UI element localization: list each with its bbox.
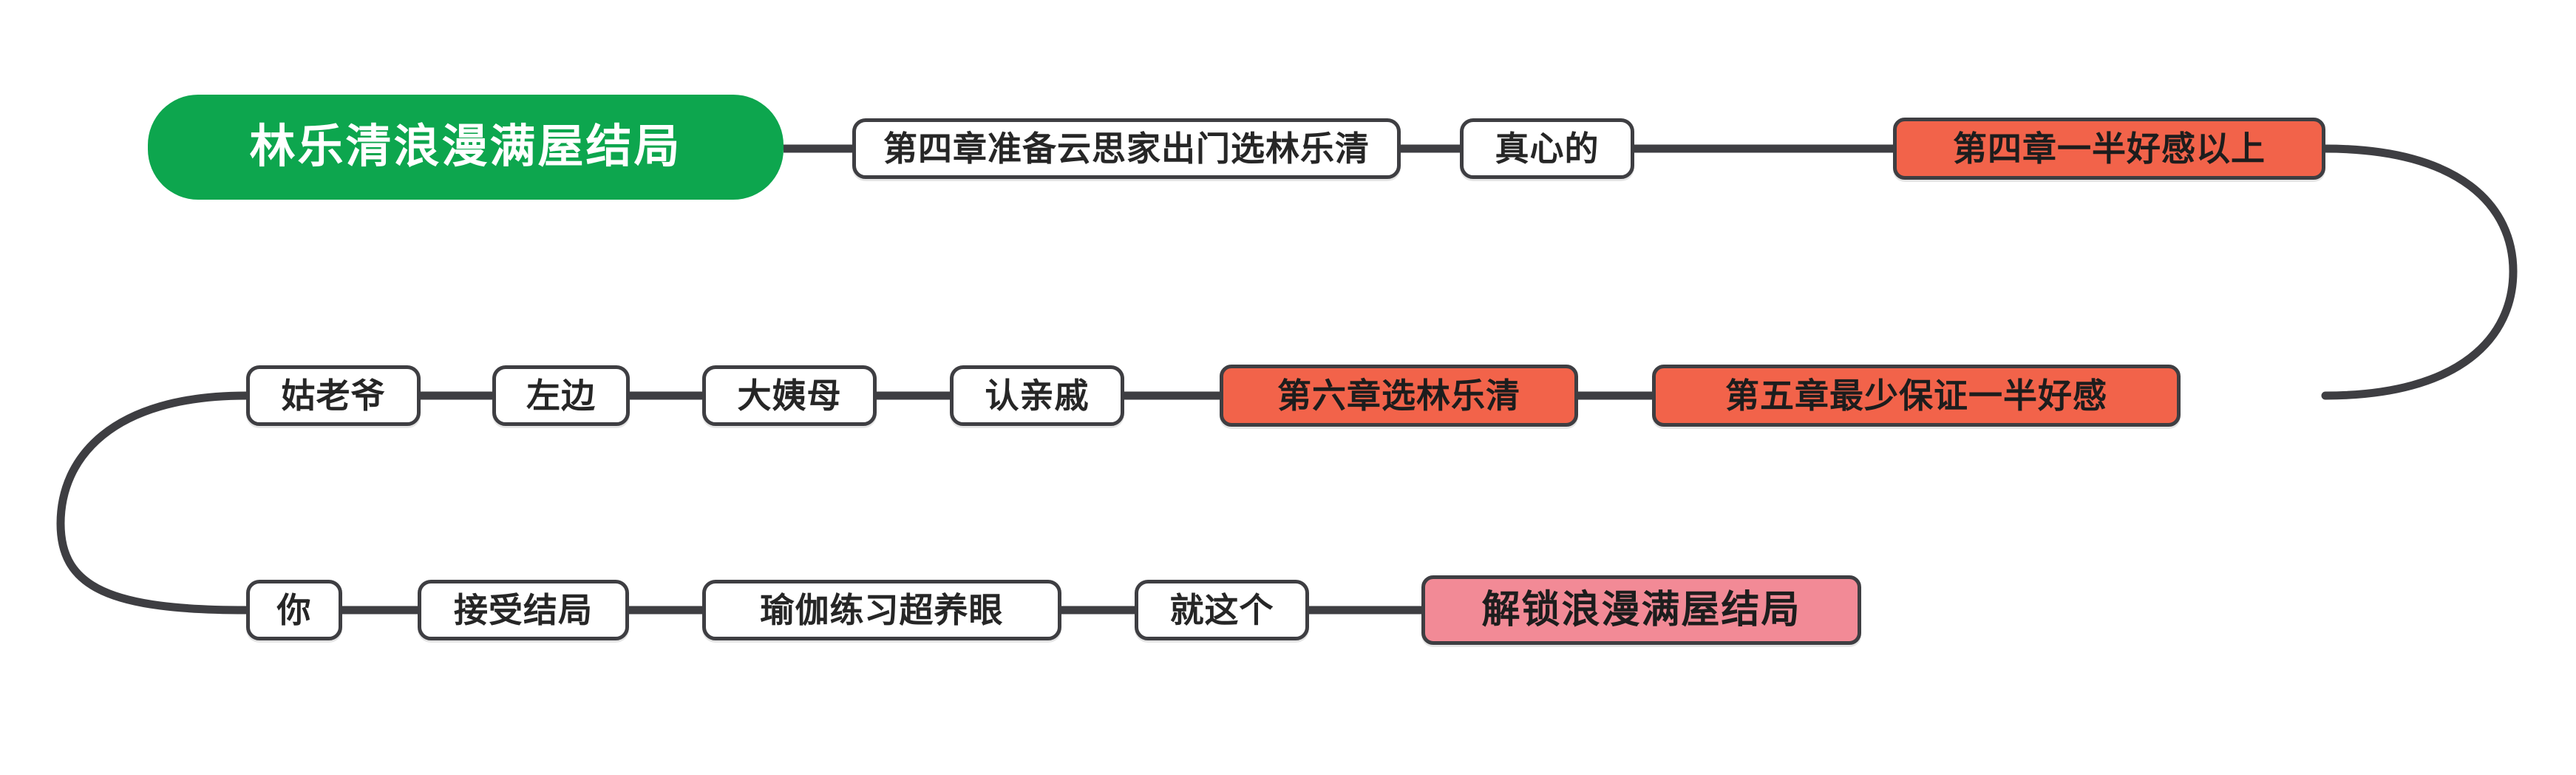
edge-n5-n11 — [56, 391, 251, 615]
node-chapter4-prepare[interactable]: 第四章准备云思家出门选林乐清 — [852, 118, 1401, 179]
node-chapter4-affection[interactable]: 第四章一半好感以上 — [1893, 118, 2325, 180]
node-label: 接受结局 — [454, 591, 593, 629]
node-unlock-ending[interactable]: 解锁浪漫满屋结局 — [1421, 575, 1861, 645]
node-label: 第六章选林乐清 — [1277, 376, 1520, 415]
node-label: 解锁浪漫满屋结局 — [1481, 589, 1801, 632]
node-label: 真心的 — [1495, 129, 1600, 168]
node-gulaoye[interactable]: 姑老爷 — [246, 365, 421, 426]
node-label: 大姨母 — [737, 376, 842, 415]
node-yoga-practice[interactable]: 瑜伽练习超养眼 — [702, 580, 1061, 640]
node-left-side[interactable]: 左边 — [492, 365, 630, 426]
node-chapter6-choose[interactable]: 第六章选林乐清 — [1220, 365, 1578, 427]
edge-n4-n10 — [2321, 144, 2518, 400]
node-this-one[interactable]: 就这个 — [1135, 580, 1309, 640]
node-label: 姑老爷 — [281, 376, 386, 415]
node-label: 第四章准备云思家出门选林乐清 — [883, 129, 1370, 168]
node-label: 瑜伽练习超养眼 — [760, 591, 1004, 629]
node-label: 左边 — [526, 376, 596, 415]
node-root-ending[interactable]: 林乐清浪漫满屋结局 — [148, 95, 784, 200]
node-dayimu[interactable]: 大姨母 — [702, 365, 877, 426]
node-accept-ending[interactable]: 接受结局 — [418, 580, 629, 640]
node-renqinqi[interactable]: 认亲戚 — [950, 365, 1124, 426]
node-label: 你 — [276, 591, 312, 629]
node-label: 第五章最少保证一半好感 — [1725, 376, 2107, 415]
node-label: 就这个 — [1169, 591, 1274, 629]
node-you[interactable]: 你 — [246, 580, 342, 640]
node-label: 第四章一半好感以上 — [1953, 129, 2266, 168]
node-chapter5-affection[interactable]: 第五章最少保证一半好感 — [1652, 365, 2181, 427]
node-sincere[interactable]: 真心的 — [1460, 118, 1634, 179]
node-label: 林乐清浪漫满屋结局 — [249, 121, 682, 172]
node-label: 认亲戚 — [985, 376, 1090, 415]
